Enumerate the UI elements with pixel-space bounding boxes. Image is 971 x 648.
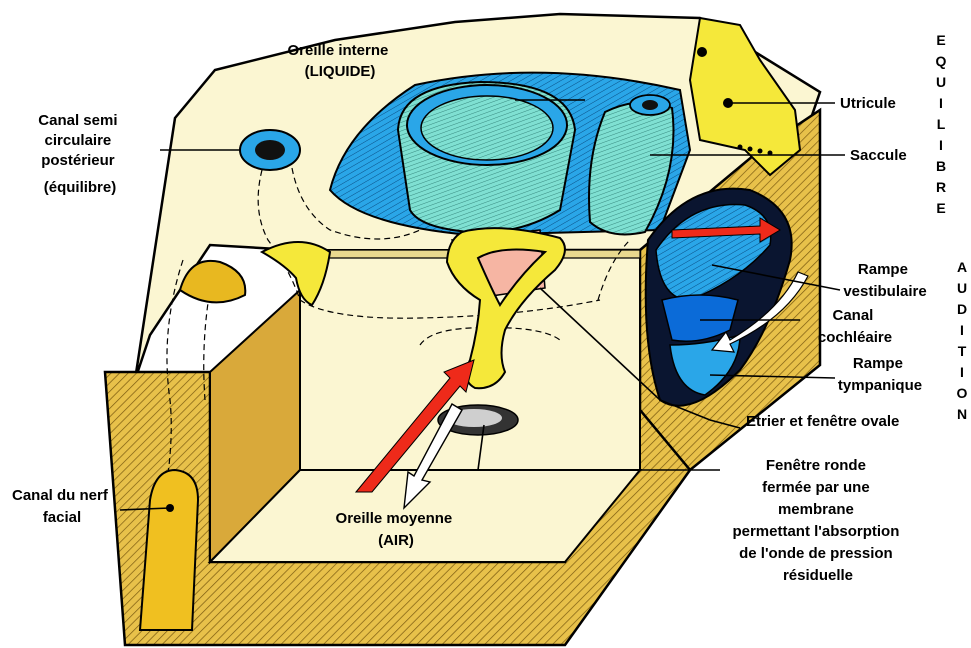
letter-equilibre: U [936, 74, 946, 90]
letter-equilibre: L [937, 116, 946, 132]
letter-audition: N [957, 406, 967, 422]
letter-equilibre: I [939, 95, 943, 111]
label-canal-cochleaire: Canal cochléaire [818, 307, 892, 346]
letter-equilibre: E [936, 200, 945, 216]
letter-equilibre: R [936, 179, 946, 195]
label-rampe-vestibulaire: Rampe vestibulaire [843, 261, 926, 300]
label-saccule: Saccule [850, 147, 907, 164]
letter-equilibre: I [939, 137, 943, 153]
letter-audition: D [957, 301, 967, 317]
label-fenetre-ronde: Fenêtre ronde fermée par une membrane pe… [732, 457, 903, 584]
letter-audition: O [957, 385, 968, 401]
letter-audition: U [957, 280, 967, 296]
letter-equilibre: B [936, 158, 946, 174]
letter-equilibre: Q [936, 53, 947, 69]
letter-equilibre: E [936, 32, 945, 48]
side-word-audition: A U D I T I O N [957, 259, 968, 422]
label-utricule: Utricule [840, 95, 896, 112]
side-word-equilibre: E Q U I L I B R E [936, 32, 947, 216]
letter-audition: A [957, 259, 967, 275]
label-etrier: Etrier et fenêtre ovale [746, 413, 899, 430]
label-canal-nerf-facial: Canal du nerf facial [12, 487, 112, 526]
letter-audition: T [958, 343, 967, 359]
label-canal-semi-circulaire: Canal semi circulaire postérieur (équili… [38, 112, 121, 196]
letter-audition: I [960, 364, 964, 380]
letter-audition: I [960, 322, 964, 338]
label-rampe-tympanique: Rampe tympanique [838, 355, 922, 394]
